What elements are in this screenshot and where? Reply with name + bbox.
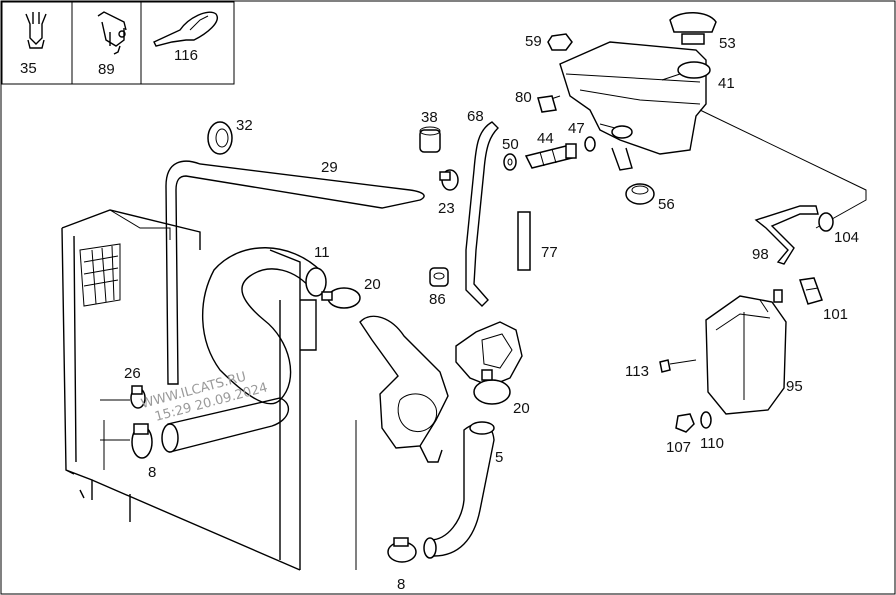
clip-icon <box>25 12 47 49</box>
part-label: 53 <box>719 35 736 52</box>
radiator <box>61 209 317 571</box>
part-label: 56 <box>658 196 675 213</box>
nut-107 <box>675 413 695 433</box>
part-label: 110 <box>700 435 724 452</box>
expansion-tank <box>547 41 707 171</box>
clamp-20-lower <box>473 369 511 405</box>
cable-tie-icon <box>153 11 218 47</box>
grommet-86 <box>429 267 449 287</box>
legend-number: 89 <box>98 61 115 78</box>
part-label: 20 <box>513 400 530 417</box>
clamp-20-upper <box>321 287 361 309</box>
part-label: 44 <box>537 130 554 147</box>
tube-77 <box>517 211 531 271</box>
hose-98 <box>754 205 819 303</box>
part-label: 101 <box>823 306 848 323</box>
legend-frame <box>1 1 235 85</box>
clamp-8-bottom <box>387 537 417 563</box>
part-label: 50 <box>502 136 519 153</box>
part-label: 47 <box>568 120 585 137</box>
grommet-38 <box>419 126 441 153</box>
bracket-101 <box>799 277 823 305</box>
clamp-clip-icon <box>97 11 127 55</box>
part-label: 5 <box>495 449 503 466</box>
part-label: 32 <box>236 117 253 134</box>
part-label: 11 <box>314 244 330 261</box>
part-label: 113 <box>625 363 649 380</box>
part-label: 59 <box>525 33 542 50</box>
part-label: 26 <box>124 365 141 382</box>
hose-29 <box>165 160 425 385</box>
leader-line <box>699 109 867 229</box>
part-label: 20 <box>364 276 381 293</box>
legend-box: 35 89 116 <box>1 1 235 85</box>
part-label: 104 <box>834 229 859 246</box>
washer-50 <box>503 153 517 171</box>
grommet-56 <box>625 183 655 205</box>
water-pump-assembly <box>359 315 523 463</box>
part-label: 107 <box>666 439 691 456</box>
grommet-104 <box>818 212 834 232</box>
clip-80 <box>537 95 557 113</box>
filler-neck-41 <box>661 61 711 81</box>
grommet-32 <box>207 121 233 155</box>
clamp-26 <box>130 385 146 409</box>
washer-47 <box>584 136 596 152</box>
clamp-23 <box>439 169 459 191</box>
part-label: 8 <box>148 464 156 481</box>
reservoir-95 <box>705 295 787 415</box>
watermark: WWW.ILCATS.RU 15:29 20.09.2024 <box>140 370 270 425</box>
part-label: 38 <box>421 109 438 126</box>
part-label: 77 <box>541 244 558 261</box>
screw-113 <box>659 359 697 373</box>
part-label: 41 <box>718 75 735 92</box>
part-label: 86 <box>429 291 446 308</box>
clamp-8-left <box>131 423 153 459</box>
hose-5 <box>423 421 495 559</box>
part-label: 29 <box>321 159 338 176</box>
hose-11 <box>161 247 327 453</box>
part-label: 98 <box>752 246 769 263</box>
sensor-44 <box>524 143 577 169</box>
part-label: 8 <box>397 576 405 593</box>
part-label: 23 <box>438 200 455 217</box>
part-label: 80 <box>515 89 532 106</box>
hose-68 <box>465 121 499 307</box>
legend-number: 35 <box>20 60 37 77</box>
nut-59 <box>547 33 573 51</box>
part-label: 95 <box>786 378 803 395</box>
washer-110 <box>700 411 712 429</box>
cap-53 <box>669 12 717 45</box>
part-label: 68 <box>467 108 484 125</box>
legend-number: 116 <box>174 47 198 64</box>
